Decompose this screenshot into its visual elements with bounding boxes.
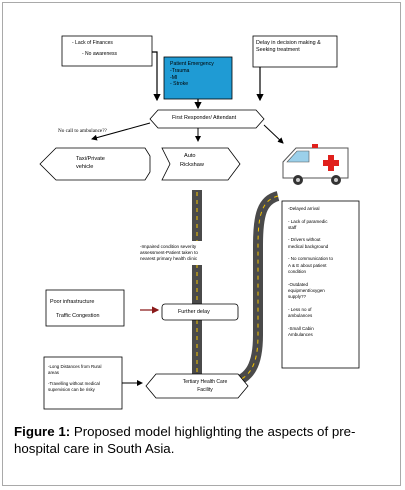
figure-frame [2, 2, 401, 486]
emergency-line-2: -Trauma [170, 67, 190, 74]
rickshaw-box [161, 147, 241, 181]
long-distance-text: -Long Distances from Rural areas -Travel… [48, 364, 122, 393]
further-delay-box [161, 303, 239, 321]
tertiary-line-1: Tertiary Health Care [182, 379, 228, 385]
taxi-line-2: vehicle [76, 164, 94, 170]
emergency-line-1: Patient Emergency [170, 61, 214, 67]
tertiary-text: Tertiary Health Care Facility [170, 378, 240, 394]
amb-line-7: medical background [288, 243, 329, 249]
rickshaw-line-2: Rickshaw [180, 162, 204, 168]
amb-line-14: equipment/oxygen [288, 287, 325, 293]
infrastructure-text: Poor infrastructure Traffic Congestion [50, 295, 124, 323]
ambulance-issues-box [281, 200, 360, 369]
impaired-box [138, 241, 238, 265]
rickshaw-text: Auto Rickshaw [180, 152, 230, 170]
caption-label: Figure 1: [14, 424, 71, 439]
delay-line-2: Seeking treatment [256, 46, 300, 53]
no-call-text: No call to ambulance?? [58, 128, 107, 134]
figure-caption: Figure 1: Proposed model highlighting th… [14, 423, 394, 457]
caption-text: Proposed model highlighting the aspects … [14, 424, 356, 456]
amb-line-18: ambulances [288, 313, 313, 319]
amb-line-10: A & E about patient [288, 262, 327, 268]
barriers-box [61, 35, 153, 67]
amb-line-1: -Delayed arrival [288, 206, 320, 211]
amb-line-3: - Lack of paramedic [288, 218, 328, 224]
first-responder-text: First Responder/ Attendant [172, 115, 237, 121]
amb-line-21: Ambulances [288, 331, 313, 337]
infrastructure-box [45, 289, 125, 327]
amb-line-4: staff [288, 224, 297, 230]
emergency-line-4: - Stroke [170, 81, 189, 88]
long-distance-line-2: areas [48, 369, 59, 375]
rickshaw-line-1: Auto [184, 153, 196, 159]
barriers-line-2: - No awareness [82, 50, 118, 57]
center-road [192, 190, 202, 380]
taxi-box [39, 147, 151, 181]
amb-line-20: -Small Cabin [288, 325, 314, 331]
ambulance-icon [282, 144, 349, 185]
delay-decision-box [252, 35, 338, 68]
first-responder-box [149, 109, 265, 129]
amb-line-17: - Less no of [288, 306, 312, 312]
long-distance-line-4: -Travelling without medical [48, 381, 100, 387]
infra-line-1: Poor infrastructure [50, 299, 95, 305]
long-distance-line-5: supervision can be risky [48, 387, 95, 393]
taxi-line-1: Taxi/Private [76, 156, 105, 162]
amb-line-9: - No communication to [288, 256, 334, 262]
emergency-line-3: -MI [170, 74, 178, 81]
arrow-ambulance [263, 124, 284, 144]
right-road [230, 191, 280, 388]
ambulance-issues-text: -Delayed arrival - Lack of paramedic sta… [288, 206, 358, 338]
further-delay-text: Further delay [178, 309, 210, 315]
amb-line-6: - Drivers without [288, 237, 321, 243]
delay-line-1: Delay in decision making & [256, 40, 321, 46]
tertiary-box [145, 373, 249, 399]
impaired-line-3: nearest primary health clinic [140, 256, 198, 261]
barriers-line-1: - Lack of Finances [72, 40, 113, 46]
delay-decision-text: Delay in decision making & Seeking treat… [256, 40, 340, 53]
emergency-text: Patient Emergency -Trauma -MI - Stroke [170, 61, 232, 88]
amb-line-13: -Outdated [288, 281, 309, 287]
impaired-line-2: assessment-Patient taken to [140, 250, 198, 255]
amb-line-15: supply?? [288, 294, 307, 300]
long-distance-line-1: -Long Distances from Rural [48, 364, 102, 369]
emergency-box [163, 56, 233, 100]
impaired-line-1: -Impaired condition severity [140, 244, 197, 249]
taxi-text: Taxi/Private vehicle [76, 155, 136, 171]
impaired-text: -Impaired condition severity assessment-… [140, 244, 240, 262]
arrow-no-call [91, 122, 151, 141]
amb-line-11: condition [288, 268, 307, 274]
tertiary-line-2: Facility [197, 387, 213, 393]
barriers-text: - Lack of Finances - No awareness [68, 40, 152, 57]
infra-line-2: Traffic Congestion [56, 313, 100, 319]
arrow-barriers [152, 51, 161, 102]
